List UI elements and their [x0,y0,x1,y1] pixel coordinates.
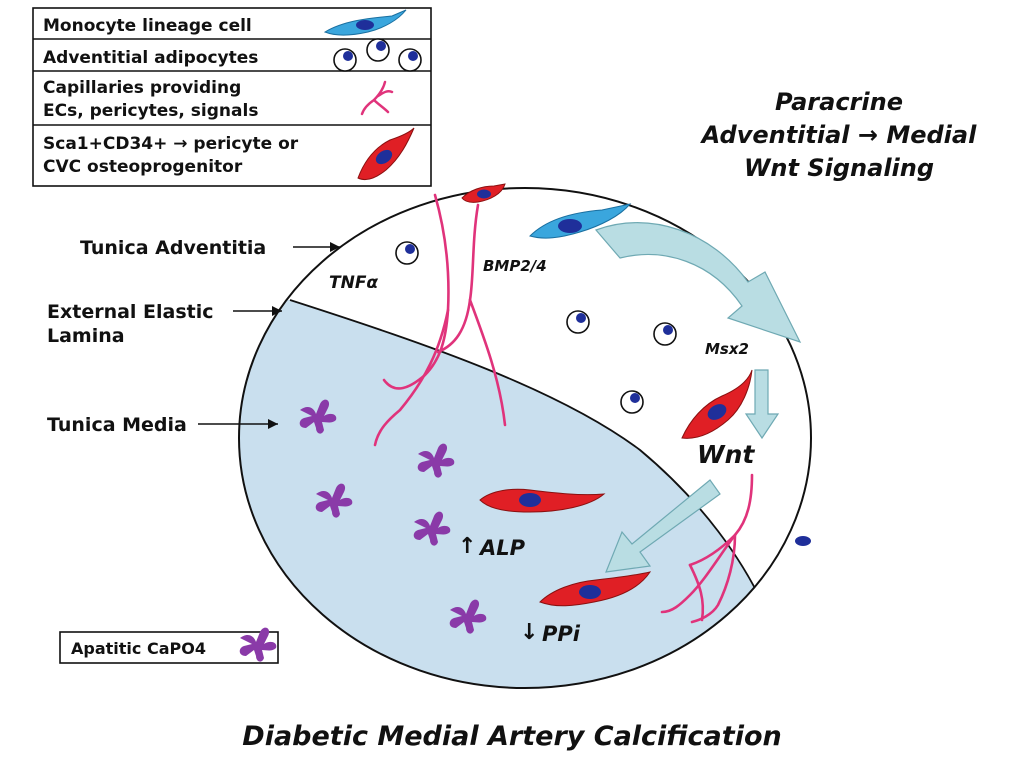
title-line-3: Wnt Signaling [744,154,934,182]
vascular-smooth-muscle-cell [479,488,606,513]
label-msx2: Msx2 [705,340,749,358]
title-block: Paracrine Adventitial → Medial Wnt Signa… [700,88,977,182]
capillary-wnt-branch [660,473,754,624]
title-line-2: Adventitial → Medial [700,121,977,149]
osteoprogenitor-cell-bottom [539,571,652,607]
label-alp: ALP [478,536,526,560]
cell-nucleus [795,536,811,546]
legend-box: Monocyte lineage cell Adventitial adipoc… [32,7,432,187]
title-line-1: Paracrine [775,88,903,116]
apatitic-legend-box: Apatitic CaPO4 [59,627,279,664]
osteoprogenitor-cell-top [461,183,506,203]
osteoprogenitor-cell-msx2 [681,369,753,439]
legend-capillary-label-2: ECs, pericytes, signals [43,101,258,121]
alp-up-arrow: ↑ [458,534,476,559]
diagram-caption: Diabetic Medial Artery Calcification [242,721,781,752]
legend-apatitic-label: Apatitic CaPO4 [71,639,206,658]
label-tunica-media: Tunica Media [47,414,187,436]
legend-adipocyte-label: Adventitial adipocytes [43,48,258,68]
down-arrow [744,369,780,440]
label-external-elastic-2: Lamina [47,325,125,347]
wnt-diagonal-arrow [605,479,721,573]
legend-sca1-label-2: CVC osteoprogenitor [43,157,243,177]
monocyte-cell-icon [323,9,407,36]
legend-sca1-label-1: Sca1+CD34+ → pericyte or [43,134,299,154]
ppi-down-arrow: ↓ [520,620,538,645]
capillary-network [373,193,507,447]
paracrine-curved-arrow [594,222,802,344]
legend-capillary-label-1: Capillaries providing [43,78,241,98]
label-bmp: BMP2/4 [483,257,547,275]
label-external-elastic-1: External Elastic [47,301,214,323]
capillary-icon [360,80,394,116]
label-ppi: PPi [542,622,581,646]
label-tunica-adventitia: Tunica Adventitia [80,237,266,259]
osteoprogenitor-cell-icon [357,127,415,181]
monocyte-cell [529,203,632,239]
label-wnt: Wnt [697,440,755,469]
legend-monocyte-label: Monocyte lineage cell [43,16,252,36]
label-tnf-alpha: TNFα [329,273,378,293]
layer-labels: Tunica Adventitia External Elastic Lamin… [47,237,340,436]
